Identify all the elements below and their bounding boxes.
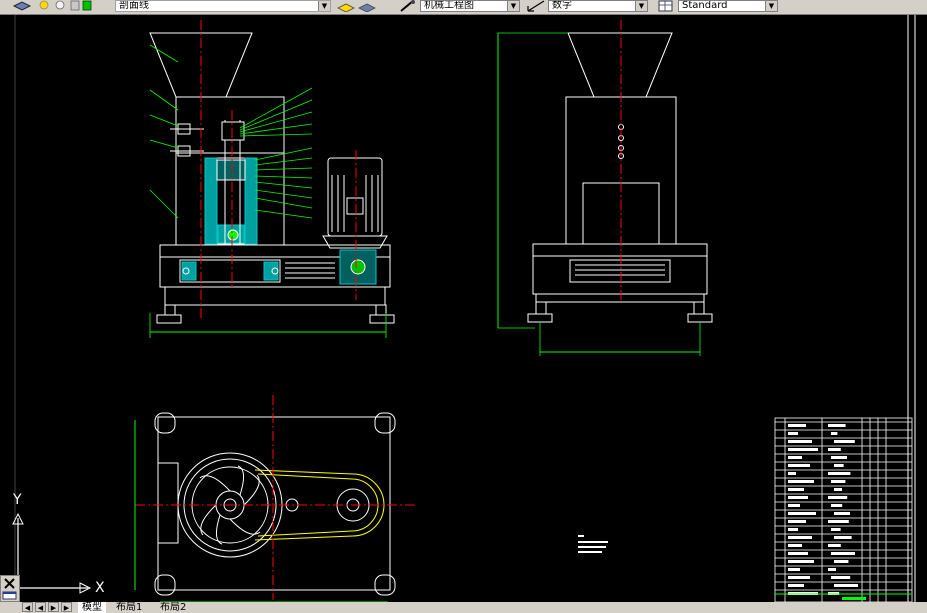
table-cell-text [831,480,846,483]
table-cell-text [831,576,851,579]
parts-list-text [788,424,858,595]
table-style-icon[interactable] [657,0,675,12]
table-style-dropdown[interactable]: Standard ▼ [678,0,778,12]
close-icon[interactable] [4,578,15,589]
chevron-down-icon[interactable]: ▼ [318,1,330,11]
table-cell-text [788,472,796,475]
table-cell-text [788,552,808,555]
chevron-down-icon[interactable]: ▼ [507,1,519,11]
table-cell-text [828,472,851,475]
table-cell-text [828,448,841,451]
layer-previous-icon[interactable] [335,0,379,12]
table-cell-text [788,512,816,515]
table-cell-text [788,496,808,499]
table-cell-text [788,424,806,427]
table-cell-text [828,544,841,547]
table-cell-text [788,584,804,587]
layer-state-icon [39,0,92,11]
tab-first-icon[interactable]: ◀ [22,602,33,612]
chevron-down-icon[interactable]: ▼ [765,1,777,11]
tab-last-icon[interactable]: ▶ [61,602,72,612]
table-cell-text [788,528,798,531]
top-view-annotations [134,395,415,602]
side-view-annotations [497,20,701,356]
table-cell-text [788,488,804,491]
front-view-annotations [149,20,387,338]
table-cell-text [834,464,844,467]
dim-style-dropdown[interactable]: 数字 ▼ [548,0,648,12]
technical-notes [578,535,608,553]
table-cell-text [788,576,810,579]
table-cell-text [831,504,843,507]
table-cell-text [831,528,841,531]
top-toolbar: 剖面线 ▼ 机械工程图 ▼ 数字 ▼ Standard ▼ [0,0,927,15]
side-view [527,32,713,323]
table-cell-text [831,552,855,555]
table-cell-text [834,560,849,563]
table-cell-text [834,488,842,491]
table-style-value: Standard [682,0,728,11]
table-cell-text [834,536,852,539]
floating-panel[interactable] [0,575,20,602]
text-style-dropdown[interactable]: 机械工程图 ▼ [420,0,520,12]
table-cell-text [788,520,806,523]
tab-layout1[interactable]: 布局1 [116,602,143,613]
layer-dropdown[interactable]: 剖面线 ▼ [115,0,331,12]
table-cell-text [831,456,847,459]
y-axis-label: Y [13,492,22,508]
text-style-icon[interactable] [398,0,418,12]
table-cell-text [788,448,818,451]
x-axis-label: X [95,580,105,596]
dim-style-value: 数字 [552,0,572,11]
table-cell-text [788,568,800,571]
drawing-canvas[interactable] [0,15,927,602]
title-block-row [775,593,912,600]
front-view [149,32,395,324]
tab-model[interactable]: 模型 [78,602,106,613]
table-cell-text [828,424,846,427]
layer-dropdown-value: 剖面线 [119,0,149,11]
table-cell-text [788,504,800,507]
table-cell-text [788,560,814,563]
table-cell-text [788,464,810,467]
table-cell-text [828,568,836,571]
table-cell-text [788,456,802,459]
table-cell-text [828,520,849,523]
table-cell-text [788,440,812,443]
dim-style-icon[interactable] [526,0,546,12]
table-cell-text [788,536,812,539]
tab-prev-icon[interactable]: ◀ [35,602,46,612]
text-style-value: 机械工程图 [424,0,474,11]
layer-manager-icon[interactable] [12,0,34,12]
tab-layout2[interactable]: 布局2 [160,602,187,613]
table-cell-text [788,432,798,435]
layout-tab-bar: ◀ ◀ ▶ ▶ 模型 布局1 布局2 [0,602,927,613]
table-cell-text [834,440,855,443]
table-cell-text [834,512,850,515]
table-cell-text [788,480,814,483]
table-cell-text [828,496,848,499]
table-cell-text [831,432,838,435]
top-view [154,412,396,596]
tab-next-icon[interactable]: ▶ [48,602,59,612]
chevron-down-icon[interactable]: ▼ [635,1,647,11]
table-cell-text [834,584,858,587]
table-cell-text [788,544,802,547]
parts-list-table [774,417,913,602]
